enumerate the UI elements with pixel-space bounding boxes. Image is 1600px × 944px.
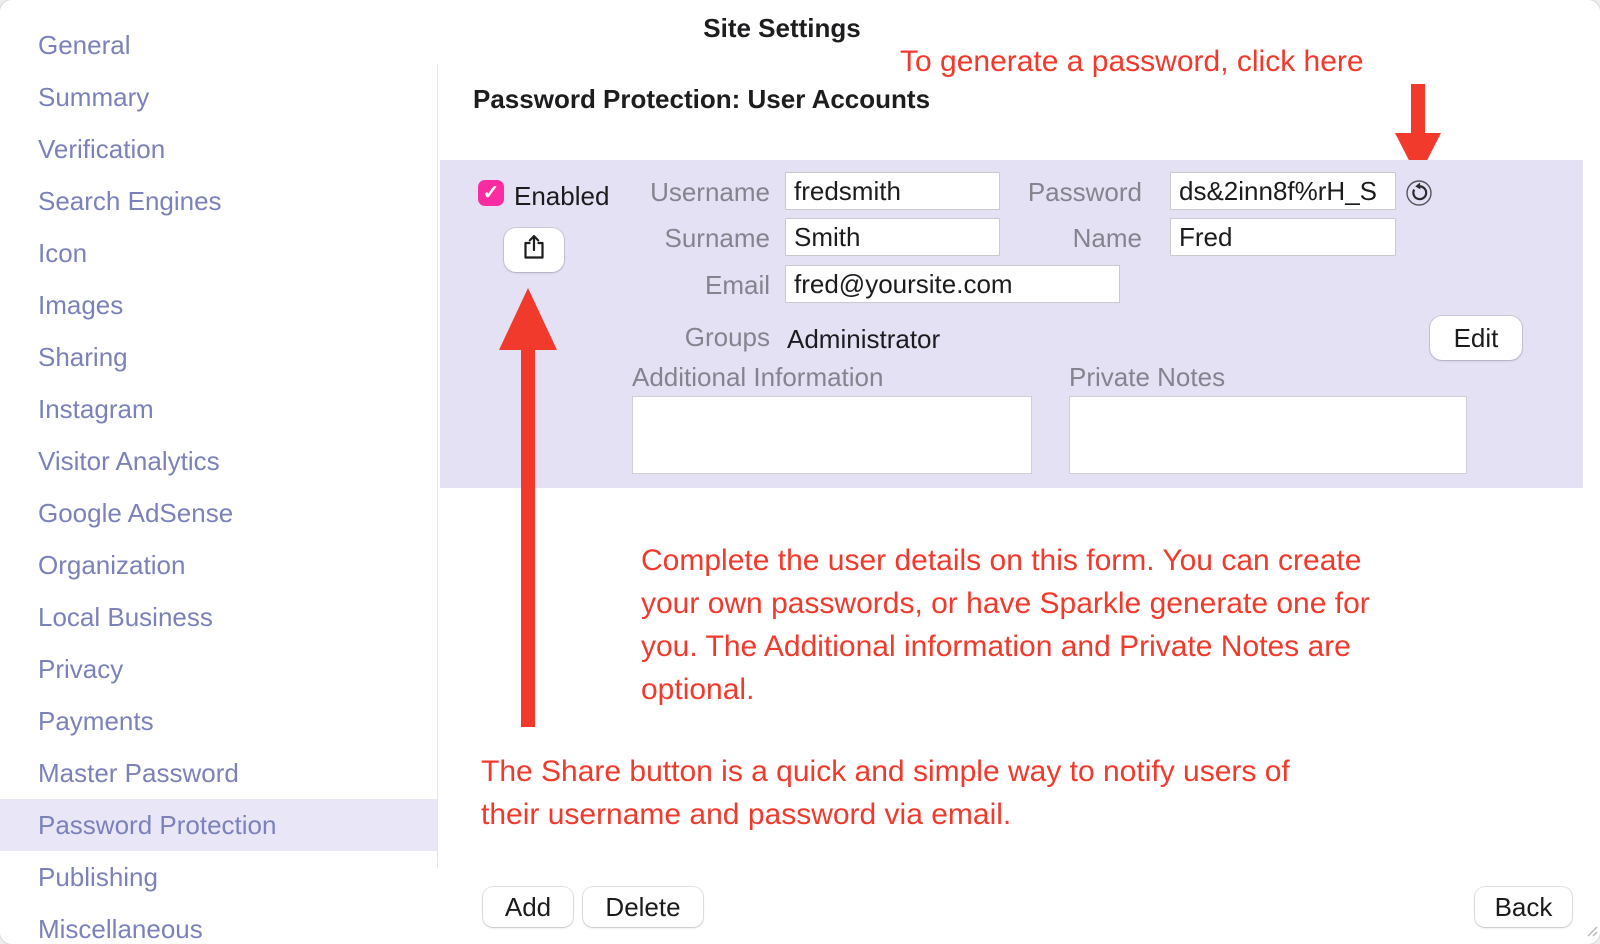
sidebar-item[interactable]: Miscellaneous [0, 903, 437, 944]
sidebar-item[interactable]: Search Engines [0, 175, 437, 227]
additional-information-label: Additional Information [632, 362, 884, 392]
private-notes-label: Private Notes [1069, 362, 1226, 392]
sidebar-item[interactable]: Verification [0, 123, 437, 175]
back-button[interactable]: Back [1475, 887, 1572, 927]
sidebar-item[interactable]: Summary [0, 71, 437, 123]
generate-password-icon[interactable] [1405, 179, 1433, 207]
sidebar-item-label: Google AdSense [38, 498, 234, 528]
groups-value: Administrator [787, 324, 941, 354]
additional-information-textarea[interactable] [632, 396, 1032, 474]
share-icon [519, 232, 549, 269]
sidebar-item-label: Instagram [38, 394, 154, 424]
sidebar-item-label: Password Protection [38, 810, 277, 840]
annotation-arrow-down-shaft [1411, 84, 1425, 134]
sidebar-divider [437, 64, 438, 868]
sidebar-item-label: General [38, 30, 131, 60]
email-input[interactable] [785, 265, 1120, 303]
sidebar-item-label: Summary [38, 82, 150, 112]
annotation-arrow-up-head [499, 288, 557, 350]
sidebar-item-label: Payments [38, 706, 154, 736]
name-label: Name [1072, 223, 1142, 253]
edit-groups-button[interactable]: Edit [1430, 316, 1522, 360]
sidebar-item-label: Miscellaneous [38, 914, 203, 944]
sidebar-item-label: Publishing [38, 862, 158, 892]
sidebar-item-label: Visitor Analytics [38, 446, 220, 476]
sidebar-item-label: Search Engines [38, 186, 222, 216]
name-input[interactable] [1170, 218, 1396, 256]
sidebar-item[interactable]: Organization [0, 539, 437, 591]
resize-handle-icon[interactable] [1584, 923, 1598, 942]
sidebar-item[interactable]: Publishing [0, 851, 437, 903]
private-notes-textarea[interactable] [1069, 396, 1467, 474]
enabled-label: Enabled [514, 181, 610, 211]
details-annotation: Complete the user details on this form. … [641, 544, 1370, 706]
username-input[interactable] [785, 172, 1000, 210]
groups-label: Groups [684, 322, 770, 352]
sidebar-item[interactable]: General [0, 19, 437, 71]
section-heading: Password Protection: User Accounts [473, 84, 931, 114]
sidebar-item-label: Verification [38, 134, 166, 164]
page-title: Site Settings [703, 13, 861, 43]
sidebar-item[interactable]: Google AdSense [0, 487, 437, 539]
settings-sidebar: General Summary Verification Search Engi… [0, 19, 437, 944]
delete-button[interactable]: Delete [583, 887, 703, 927]
share-button[interactable] [504, 228, 564, 272]
sidebar-item-label: Local Business [38, 602, 213, 632]
sidebar-item-label: Images [38, 290, 124, 320]
add-button[interactable]: Add [483, 887, 573, 927]
surname-label: Surname [664, 223, 771, 253]
sidebar-item-label: Organization [38, 550, 186, 580]
email-label: Email [704, 270, 770, 300]
sidebar-item-label: Sharing [38, 342, 128, 372]
sidebar-item-label: Privacy [38, 654, 124, 684]
sidebar-item[interactable]: Payments [0, 695, 437, 747]
password-label: Password [1027, 177, 1142, 207]
generate-password-annotation: To generate a password, click here [900, 45, 1364, 78]
sidebar-item-label: Master Password [38, 758, 239, 788]
sidebar-item[interactable]: Sharing [0, 331, 437, 383]
sidebar-item[interactable]: Privacy [0, 643, 437, 695]
sidebar-item[interactable]: Images [0, 279, 437, 331]
share-annotation: The Share button is a quick and simple w… [481, 755, 1290, 831]
username-label: Username [650, 177, 770, 207]
sidebar-item-label: Icon [38, 238, 88, 268]
sidebar-item[interactable]: Icon [0, 227, 437, 279]
sidebar-item[interactable]: Instagram [0, 383, 437, 435]
sidebar-item[interactable]: Password Protection [0, 799, 437, 851]
checkmark-icon: ✓ [482, 182, 500, 204]
surname-input[interactable] [785, 218, 1000, 256]
user-account-panel: ✓ Enabled Username Surname Email Passwor… [440, 160, 1583, 488]
enabled-checkbox[interactable]: ✓ [478, 180, 504, 206]
sidebar-item[interactable]: Local Business [0, 591, 437, 643]
password-input[interactable] [1170, 172, 1396, 210]
annotation-arrow-up-shaft [521, 348, 535, 727]
sidebar-item[interactable]: Visitor Analytics [0, 435, 437, 487]
sidebar-item[interactable]: Master Password [0, 747, 437, 799]
